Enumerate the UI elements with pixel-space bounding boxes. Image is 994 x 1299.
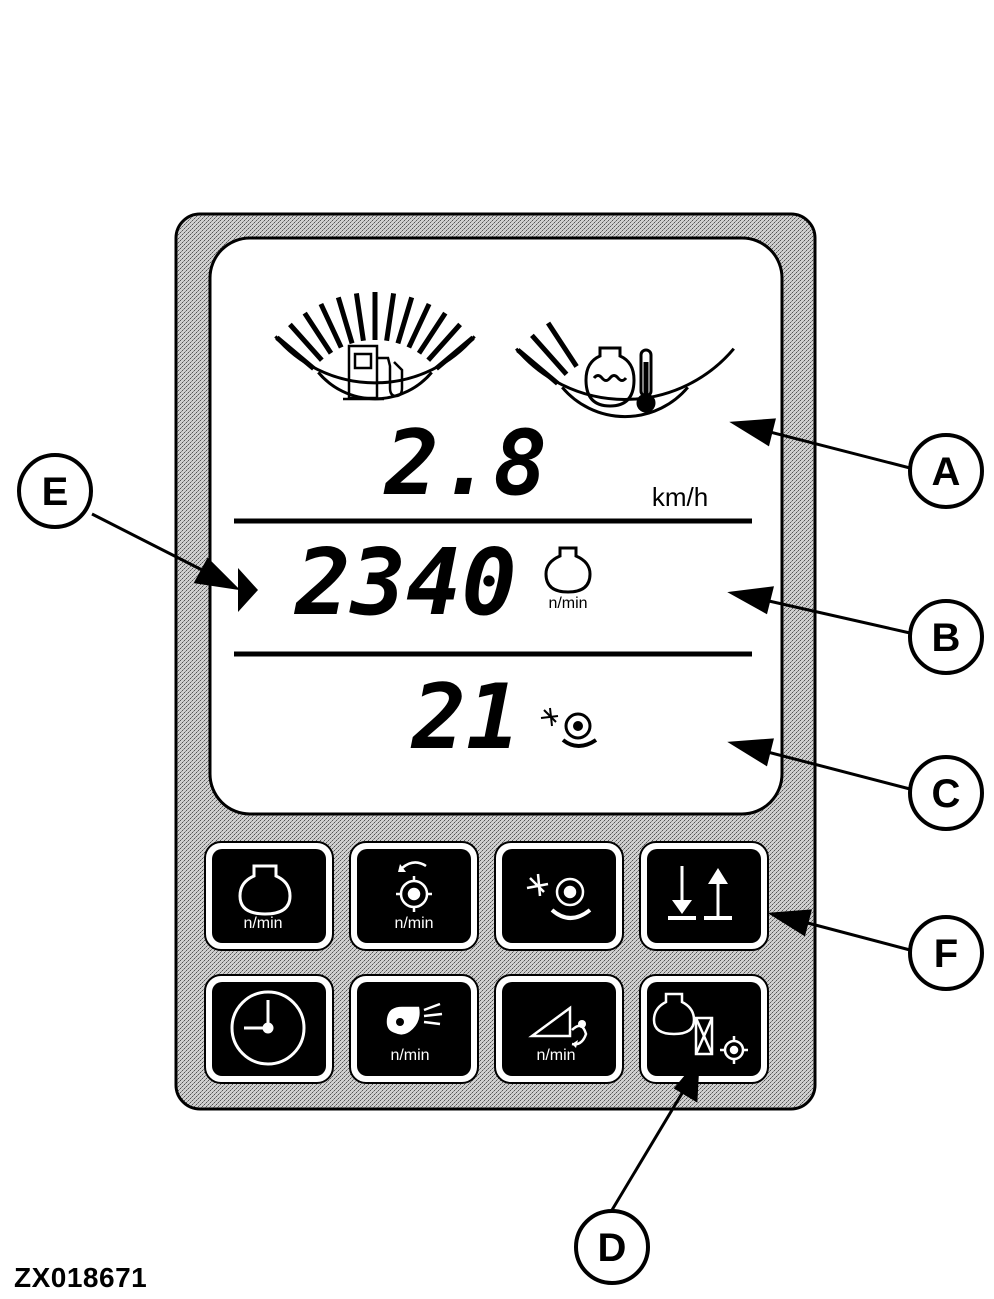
svg-text:E: E	[42, 470, 69, 514]
gauge-segment	[318, 302, 344, 349]
svg-text:D: D	[598, 1226, 627, 1270]
gauge-segment	[353, 293, 366, 342]
clock-button[interactable]	[204, 974, 334, 1084]
header-icon	[528, 1005, 588, 1048]
gauge-segment	[530, 333, 569, 376]
fan-speed-button[interactable]: n/min	[349, 974, 479, 1084]
rotor-icon	[396, 861, 432, 912]
engine-rpm-readout: 2340	[293, 529, 517, 636]
gauge-segment	[288, 322, 324, 362]
gauge-segment	[335, 296, 355, 345]
coolant-temperature-gauge	[515, 321, 735, 418]
rotor-speed-button[interactable]: n/min	[349, 841, 479, 951]
callout-a: A	[908, 433, 984, 509]
rotor-speed-button-label: n/min	[394, 915, 433, 932]
lift-lower-icon	[668, 866, 732, 920]
svg-text:A: A	[932, 450, 961, 494]
engine-drive-icon	[652, 992, 748, 1064]
gauge-segment	[302, 311, 334, 355]
engine-rpm-unit: n/min	[548, 595, 587, 612]
rotor-setting-button[interactable]	[494, 841, 624, 951]
rotor-icon	[526, 873, 592, 920]
gauge-segment	[395, 296, 415, 345]
engine-icon	[544, 546, 592, 594]
rotor-icon	[540, 707, 598, 748]
callout-leaders	[91, 418, 911, 1211]
gauge-segment	[406, 302, 432, 349]
callout-f: F	[908, 915, 984, 991]
clock-icon	[230, 990, 306, 1066]
coolant-temperature-icon	[584, 346, 656, 413]
gauge-segment	[426, 322, 462, 362]
engine-speed-button-label: n/min	[243, 915, 282, 932]
callout-c: C	[908, 755, 984, 831]
engine-icon	[238, 864, 292, 916]
fuel-gauge	[274, 292, 476, 401]
gauge-inner-arc	[561, 386, 689, 418]
ground-speed-button[interactable]: n/min	[494, 974, 624, 1084]
fan-speed-button-label: n/min	[390, 1047, 429, 1064]
svg-text:F: F	[934, 932, 958, 976]
lift-lower-button[interactable]	[639, 841, 769, 951]
svg-text:B: B	[932, 616, 961, 660]
gauge-outline	[274, 335, 476, 385]
speed-unit: km/h	[652, 482, 708, 512]
engine-drive-button[interactable]	[639, 974, 769, 1084]
engine-speed-button[interactable]: n/min	[204, 841, 334, 951]
selection-arrow	[238, 568, 258, 612]
gauge-segment	[384, 293, 397, 342]
svg-text:C: C	[932, 772, 961, 816]
figure-id: ZX018671	[14, 1262, 148, 1293]
callout-d: D	[574, 1209, 650, 1285]
gauge-segment	[416, 311, 448, 355]
fuel-icon	[343, 344, 404, 401]
fan-icon	[386, 1002, 443, 1035]
secondary-readout: 21	[410, 665, 520, 770]
ground-speed-button-label: n/min	[536, 1047, 575, 1064]
gauge-outline	[515, 347, 735, 401]
gauge-segment	[546, 321, 579, 368]
speed-readout: 2.8	[383, 411, 548, 516]
callout-e: E	[17, 453, 93, 529]
callout-b: B	[908, 599, 984, 675]
